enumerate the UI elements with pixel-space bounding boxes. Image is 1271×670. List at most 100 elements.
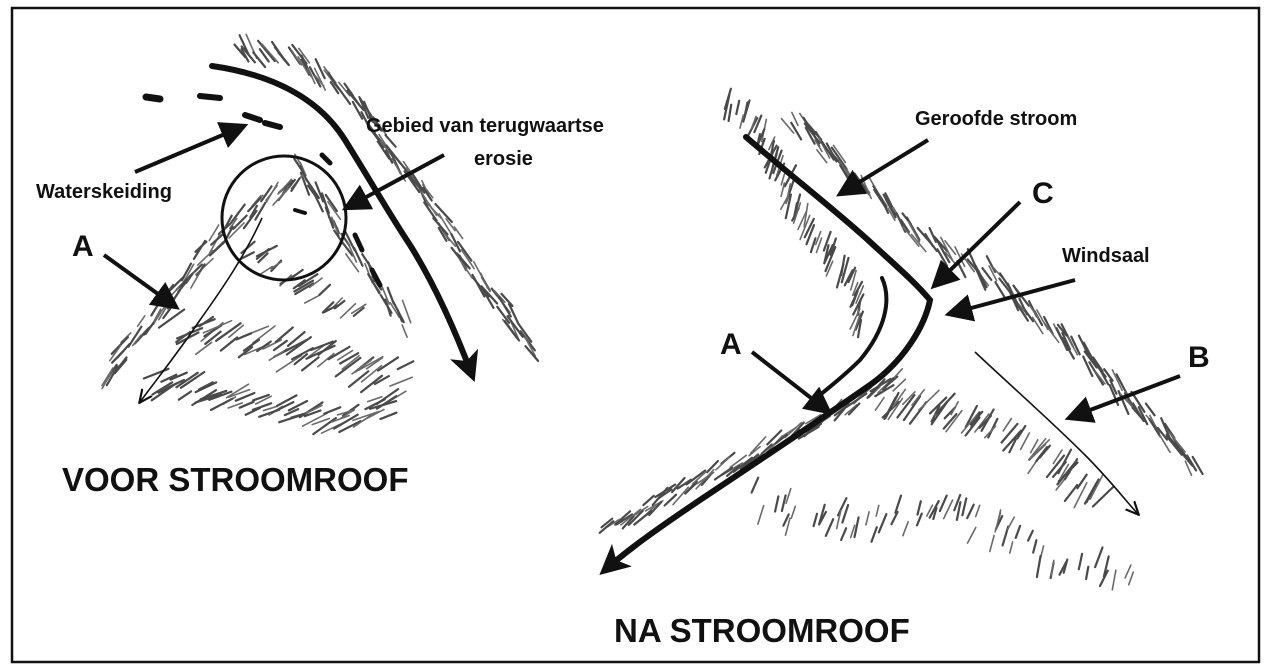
hatch-stroke (1095, 548, 1102, 568)
hatch-stroke (1086, 567, 1088, 579)
left-panel-title: VOOR STROOMROOF (62, 461, 409, 498)
hatch-stroke (121, 333, 131, 342)
hatch-stroke (305, 295, 320, 303)
hatch-stroke (454, 227, 462, 239)
hatch-stroke (876, 505, 879, 516)
hatch-stroke (826, 519, 833, 536)
hatch-stroke (643, 496, 653, 505)
letter-a-pointer-arrow (104, 255, 176, 307)
watershed-pointer-arrow (135, 126, 244, 172)
hatch-stroke (221, 337, 237, 350)
hatch-stroke (1031, 307, 1039, 319)
hatch-stroke (786, 489, 791, 504)
hatch-stroke (716, 457, 730, 470)
erosion-area-label-line1: Gebied van terugwaartse (366, 115, 604, 137)
hatch-stroke (1033, 540, 1036, 552)
hatch-stroke (875, 398, 884, 411)
hatch-stroke (1021, 433, 1030, 449)
hatch-stroke (1016, 526, 1020, 538)
hatch-stroke (752, 478, 759, 493)
hatch-stroke (1037, 556, 1041, 577)
right-panel-title: NA STROOMROOF (614, 612, 910, 649)
hatch-stroke (1065, 485, 1077, 501)
hatch-stroke (436, 204, 452, 222)
hatch-stroke (402, 325, 407, 337)
watershed-label: Waterskeiding (36, 181, 172, 203)
diagram-frame (12, 8, 1259, 662)
erosion-area-label-line2: erosie (474, 148, 533, 170)
hatch-stroke (841, 528, 846, 540)
hatch-stroke (839, 161, 851, 179)
hatch-stroke (951, 402, 958, 415)
left-letter-a: A (72, 230, 94, 263)
hatch-stroke (967, 505, 974, 518)
hatch-stroke (930, 228, 936, 242)
wind-gap-pointer-arrow (949, 280, 1075, 314)
hatch-stroke (253, 395, 269, 401)
hatch-stroke (1028, 531, 1033, 541)
hatch-stroke (194, 241, 205, 259)
hatch-stroke (872, 527, 877, 541)
hatch-stroke (1008, 517, 1015, 529)
hatch-stroke (1062, 338, 1074, 359)
right-slope-hatching (600, 89, 1203, 590)
hatch-stroke (329, 347, 350, 359)
letter-b-pointer-arrow (1069, 376, 1180, 418)
wind-gap-label: Windsaal (1062, 245, 1150, 267)
hatch-stroke (897, 395, 914, 417)
hatch-stroke (380, 413, 396, 419)
hatch-stroke (1010, 542, 1013, 553)
hatch-stroke (811, 238, 816, 252)
right-letter-a: A (720, 328, 742, 361)
hatch-stroke (791, 506, 795, 518)
hatch-stroke (138, 316, 145, 327)
hatch-stroke (908, 222, 919, 242)
hatch-stroke (292, 51, 301, 65)
hatch-stroke (1087, 480, 1099, 503)
hatch-stroke (1093, 487, 1113, 507)
captured-stream-pointer-arrow (840, 140, 928, 194)
hatch-stroke (895, 496, 901, 513)
captured-stream-label: Geroofde stroom (915, 108, 1077, 130)
hatch-stroke (893, 379, 905, 391)
hatch-stroke (198, 251, 213, 266)
hatch-stroke (178, 274, 192, 292)
hatch-stroke (814, 514, 817, 526)
hatch-stroke (990, 536, 994, 552)
hatch-stroke (1129, 572, 1134, 585)
hatch-stroke (940, 496, 947, 511)
hatch-stroke (276, 328, 293, 343)
hatch-stroke (1146, 404, 1155, 416)
hatch-stroke (918, 501, 921, 514)
hatch-stroke (892, 512, 898, 524)
hatch-stroke (775, 496, 778, 511)
main-river-line (212, 66, 472, 375)
right-letter-c: C (1032, 177, 1054, 210)
hatch-stroke (1079, 554, 1082, 570)
hatch-stroke (237, 333, 251, 339)
hatch-stroke (499, 297, 511, 316)
hatch-stroke (962, 498, 966, 515)
left-panel-before-capture: Waterskeiding Gebied van terugwaartse er… (36, 35, 604, 499)
hatch-stroke (336, 358, 361, 377)
hatch-stroke (837, 265, 843, 288)
hatch-stroke (736, 101, 739, 114)
hatch-stroke (842, 505, 848, 523)
right-panel-after-capture: Geroofde stroom C Windsaal A B NA STROOM… (600, 89, 1210, 649)
hatch-stroke (196, 382, 217, 392)
hatch-stroke (316, 59, 325, 78)
hatch-stroke (361, 376, 382, 392)
hatch-stroke (1043, 322, 1058, 343)
hatch-stroke (398, 361, 414, 369)
right-letter-a-pointer-arrow (752, 352, 829, 412)
hatch-stroke (976, 505, 980, 516)
hatch-stroke (403, 300, 411, 322)
hatch-stroke (879, 514, 887, 532)
hatch-stroke (390, 377, 412, 386)
hatch-stroke (179, 391, 191, 399)
headward-erosion-circle (222, 156, 346, 280)
right-letter-b: B (1188, 341, 1210, 374)
hatch-stroke (758, 506, 764, 524)
